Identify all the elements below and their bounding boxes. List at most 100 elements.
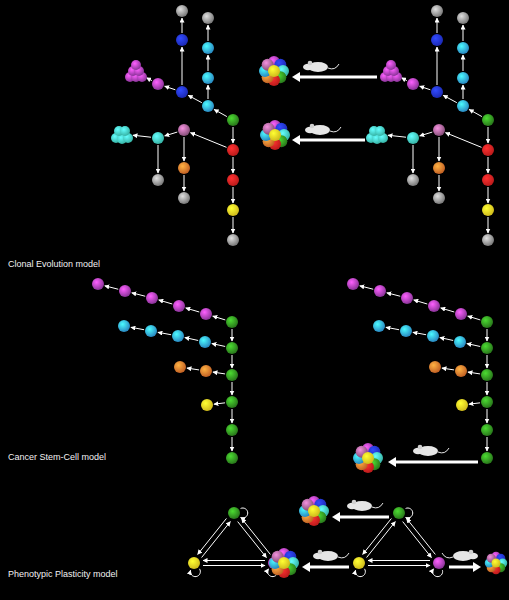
lineage-arrow — [468, 316, 481, 320]
cell — [226, 452, 238, 464]
cell — [202, 12, 214, 24]
lineage-arrow — [214, 403, 225, 404]
cell — [268, 65, 280, 77]
mouse-tail — [328, 64, 339, 69]
cell — [308, 505, 320, 517]
mouse-icon — [313, 550, 349, 561]
cell — [481, 424, 493, 436]
mouse-head — [305, 127, 315, 133]
cell — [178, 162, 190, 174]
cell — [173, 300, 185, 312]
lineage-arrow — [159, 300, 173, 304]
lineage-arrow — [131, 327, 144, 329]
lineage-arrow — [238, 522, 267, 558]
cell — [375, 126, 385, 136]
lineage-arrow — [198, 518, 227, 554]
lineage-arrow — [186, 308, 200, 312]
lineage-arrow — [386, 327, 399, 329]
cell — [202, 100, 214, 112]
cell — [481, 369, 493, 381]
lineage-arrow — [487, 409, 488, 423]
lineage-arrow — [487, 437, 488, 451]
cell — [145, 325, 157, 337]
lineage-arrow — [232, 437, 233, 451]
lineage-arrow — [158, 145, 159, 173]
cell — [353, 557, 365, 569]
lineage-arrow — [467, 344, 480, 347]
mouse-icon — [305, 124, 341, 135]
cell — [226, 424, 238, 436]
cell — [407, 78, 419, 90]
cell — [492, 559, 501, 568]
cell — [482, 204, 494, 216]
lineage-arrow — [232, 382, 233, 395]
transplant-arrow-shaft — [395, 461, 478, 464]
self-renewal-arrow — [433, 569, 443, 577]
cell — [455, 308, 467, 320]
lineage-arrow — [232, 329, 233, 341]
mouse-tail — [372, 503, 383, 508]
cell — [188, 557, 200, 569]
lineage-arrow — [487, 329, 488, 341]
cell — [200, 308, 212, 320]
lineage-arrow — [233, 157, 234, 173]
cell — [429, 361, 441, 373]
mouse-tail — [330, 127, 341, 132]
lineage-arrow — [367, 522, 396, 558]
cell — [152, 132, 164, 144]
self-renewal-arrow — [355, 569, 365, 577]
lineage-arrow — [185, 338, 198, 341]
cell — [481, 396, 493, 408]
cell — [457, 72, 469, 84]
cell — [400, 325, 412, 337]
lineage-arrow — [463, 25, 464, 41]
lineage-arrow — [184, 137, 185, 161]
self-renewal-arrow — [241, 508, 248, 518]
lineage-arrow — [368, 560, 430, 561]
lineage-arrow — [445, 133, 481, 148]
transplant-arrows — [292, 61, 481, 572]
cell — [146, 292, 158, 304]
cell — [433, 124, 445, 136]
lineage-arrow — [439, 175, 440, 191]
lineage-arrow — [441, 308, 455, 312]
lineage-arrow — [213, 316, 226, 320]
cell — [482, 114, 494, 126]
transplant-arrow-shaft — [339, 516, 389, 519]
cell — [431, 34, 443, 46]
mouse-ear — [418, 445, 423, 450]
cell — [455, 365, 467, 377]
mouse-ear — [352, 500, 357, 505]
cell — [118, 320, 130, 332]
cell — [226, 396, 238, 408]
cell — [428, 300, 440, 312]
lineage-arrow — [188, 95, 202, 102]
cell — [454, 336, 466, 348]
lineage-arrow — [212, 344, 225, 347]
panel-caption: Phenotypic Plasticity model — [8, 569, 118, 580]
cell — [178, 192, 190, 204]
cell — [347, 278, 359, 290]
lineage-arrow — [208, 85, 209, 99]
lineage-arrow — [233, 217, 234, 233]
cell — [386, 60, 396, 70]
lineage-arrow — [165, 86, 176, 90]
mouse-head — [468, 553, 478, 559]
lineage-arrow — [443, 95, 457, 102]
lineage-arrow — [213, 372, 225, 374]
cell — [227, 204, 239, 216]
lineage-arrow — [437, 18, 438, 33]
lineage-arrow — [420, 132, 433, 136]
mouse-head — [303, 64, 313, 70]
lineage-arrow — [187, 368, 199, 370]
cell — [120, 126, 130, 136]
cell — [457, 42, 469, 54]
lineage-arrow — [469, 109, 482, 116]
cell — [431, 5, 443, 17]
cell — [227, 144, 239, 156]
cell — [227, 114, 239, 126]
self-renewal-arrow — [190, 569, 200, 577]
panel-caption: Clonal Evolution model — [8, 259, 100, 270]
